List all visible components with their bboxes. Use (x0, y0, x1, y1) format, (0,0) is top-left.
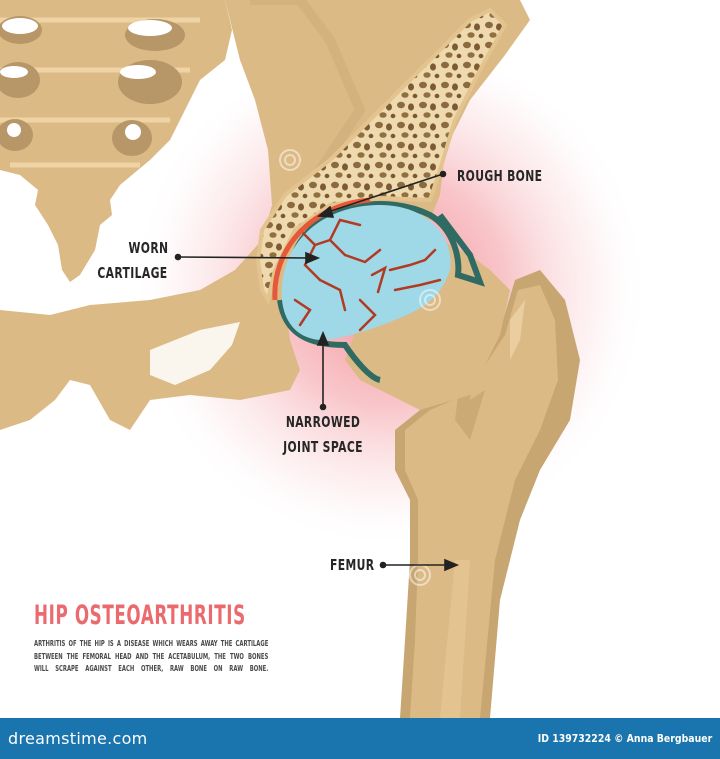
label-narrowed-joint-line2: JOINT SPACE (283, 438, 363, 456)
watermark-footer-bar: dreamstime.com ID 139732224 © Anna Bergb… (0, 718, 720, 759)
label-narrowed-joint-line1: NARROWED (285, 413, 361, 431)
description-line: WILL SCRAPE AGAINST EACH OTHER, RAW BONE… (34, 664, 269, 673)
label-worn-cartilage-line2: CARTILAGE (97, 264, 168, 282)
femoral-head (272, 197, 510, 410)
spongy-bone (255, 7, 508, 306)
image-credit: ID 139732224 © Anna Bergbauer (537, 732, 712, 745)
title-block: HIP OSTEOARTHRITIS ARTHRITIS OF THE HIP … (34, 600, 294, 676)
brand-link[interactable]: dreamstime.com (8, 729, 148, 748)
sacrum-bone (0, 0, 232, 282)
hip-joint-artwork (0, 0, 650, 718)
cartilage-cracks (293, 218, 442, 332)
label-worn-cartilage-line1: WORN (128, 239, 168, 257)
label-pointers (174, 170, 460, 572)
label-femur: FEMUR (330, 556, 375, 574)
description-line: BETWEEN THE FEMORAL HEAD AND THE ACETABU… (34, 651, 269, 661)
diagram-title: HIP OSTEOARTHRITIS (34, 600, 246, 631)
diagram-description: ARTHRITIS OF THE HIP IS A DISEASE WHICH … (34, 638, 268, 676)
description-line: ARTHRITIS OF THE HIP IS A DISEASE WHICH … (34, 639, 269, 648)
label-rough-bone: ROUGH BONE (457, 167, 543, 185)
